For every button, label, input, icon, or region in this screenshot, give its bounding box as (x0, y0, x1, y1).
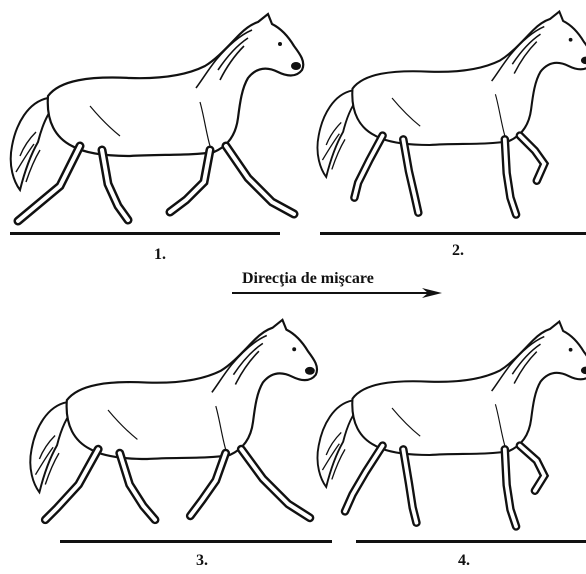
horse-figure-4 (317, 322, 586, 527)
horse-figure-1 (11, 14, 304, 221)
ground-line-2 (320, 232, 586, 235)
figure-label-4: 4. (458, 552, 470, 570)
ground-line-1 (10, 232, 280, 235)
figure-label-3: 3. (196, 552, 208, 570)
ground-line-3 (60, 540, 332, 543)
right-arrow-icon (232, 288, 442, 298)
ground-line-4 (356, 540, 586, 543)
figure-label-2: 2. (452, 242, 464, 260)
figure-label-1: 1. (154, 246, 166, 264)
horse-figure-2 (317, 12, 586, 215)
direction-label: Direcţia de mişcare (242, 270, 374, 288)
direction-indicator: Direcţia de mişcare (232, 270, 442, 296)
horse-figure-3 (30, 320, 317, 520)
